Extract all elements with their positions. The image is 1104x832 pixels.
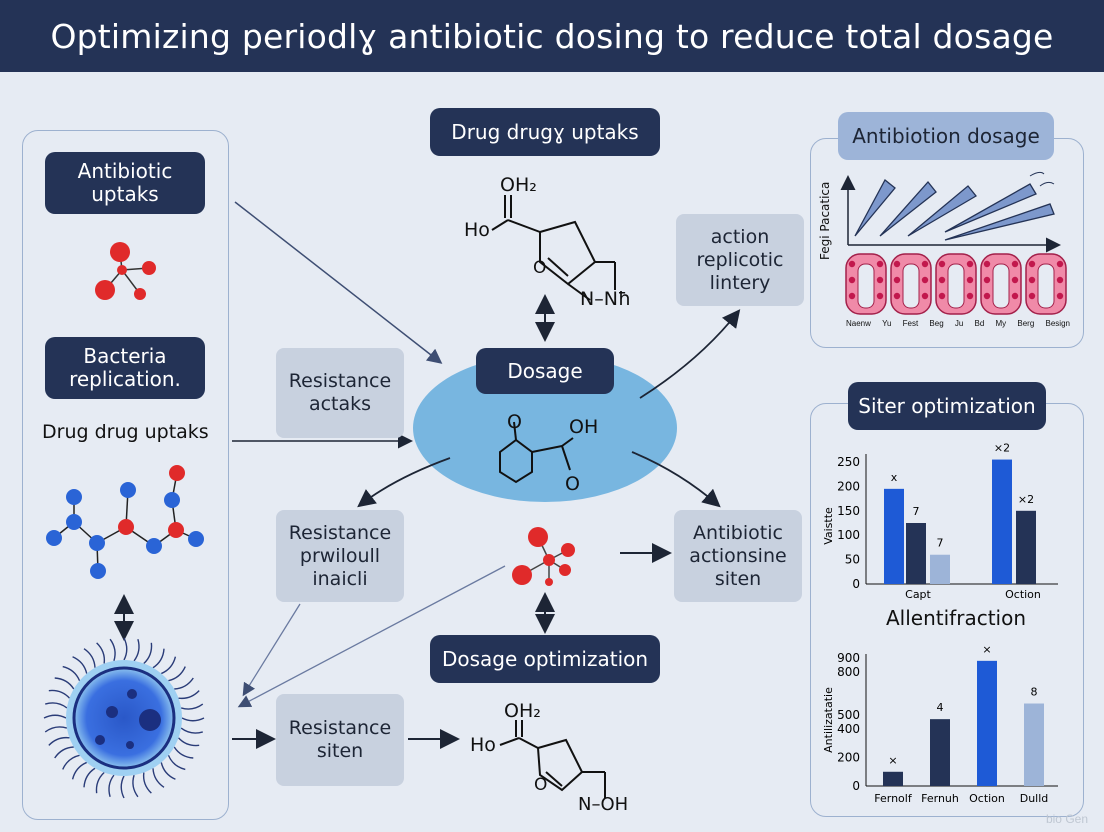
chart1-bar-label: 7 bbox=[937, 537, 944, 550]
xlabel: Besign bbox=[1045, 319, 1070, 328]
chart2-xtick: Oction bbox=[969, 792, 1005, 805]
chart1-bar bbox=[884, 488, 904, 584]
arrow-resist2-to-cell bbox=[242, 603, 301, 697]
top-mol-oh2: OH₂ bbox=[500, 174, 537, 196]
chart1-ylabel: Vaistte bbox=[822, 507, 835, 545]
chart2-bar-label: × bbox=[888, 754, 897, 767]
chart-subtitle: Allentifraction bbox=[886, 606, 1026, 630]
xlabel: Yu bbox=[882, 319, 892, 328]
left-panel bbox=[22, 130, 229, 820]
chart1-ytick: 250 bbox=[837, 455, 860, 469]
top-molecule-structure bbox=[491, 195, 616, 301]
resistance-box-2: Resistance prwiloull inaicli bbox=[276, 510, 404, 602]
dosage-tag: Dosage bbox=[476, 348, 614, 394]
watermark: bio Gen bbox=[1045, 812, 1088, 826]
title-bar: Optimizing periodlɣ antibiotic dosing to… bbox=[0, 0, 1104, 72]
chart1-ytick: 100 bbox=[837, 528, 860, 542]
chart2-bar bbox=[1024, 703, 1044, 786]
action-box: action replicotic lintery bbox=[676, 214, 804, 306]
chart1-xtick: Capt bbox=[905, 588, 931, 601]
arrow-mol-to-cell bbox=[237, 565, 506, 708]
bottom-molecule-structure bbox=[499, 720, 606, 798]
bottom-mol-ho: Ho bbox=[470, 734, 496, 756]
xlabel: Fest bbox=[902, 319, 919, 328]
xlabel: Naenw bbox=[846, 319, 871, 328]
antibiotic-action-box: Antibiotic actionsine siten bbox=[674, 510, 802, 602]
chart1-bar bbox=[930, 554, 950, 584]
bacteria-cell-icon bbox=[43, 637, 205, 799]
chart2-ytick: 0 bbox=[852, 779, 860, 793]
chart2-ytick: 800 bbox=[837, 665, 860, 679]
top-mol-o: O bbox=[533, 258, 547, 278]
chart2-bar-label: × bbox=[982, 643, 991, 656]
chart1-bar-label: ×2 bbox=[1018, 493, 1034, 506]
bottom-mol-o: O bbox=[534, 775, 548, 795]
right-top-xlabels: Naenw Yu Fest Beg Ju Bd My Berg Besign bbox=[846, 319, 1070, 328]
page-title: Optimizing periodlɣ antibiotic dosing to… bbox=[50, 16, 1054, 56]
antibiotic-uptake-tag: Antibiotic uptaks bbox=[45, 152, 205, 214]
dose-mol-o2: O bbox=[565, 473, 580, 495]
chart1-bar-label: ×2 bbox=[994, 442, 1010, 455]
chart1-bar bbox=[1016, 510, 1036, 584]
chart1-bar-label: x bbox=[891, 471, 898, 484]
chart1-bar-label: 7 bbox=[913, 505, 920, 518]
chart2-bar-label: 8 bbox=[1031, 686, 1038, 699]
chart2-ytick: 500 bbox=[837, 708, 860, 722]
dosage-molecule-structure bbox=[499, 421, 574, 484]
chart2-ytick: 900 bbox=[837, 651, 860, 665]
drug-uptake-label: Drug drug uptaks bbox=[42, 421, 209, 443]
top-mol-nh: N–Nħ bbox=[580, 288, 632, 310]
arrow-uptake-to-dosage bbox=[234, 201, 443, 364]
chart2-ytick: 400 bbox=[837, 722, 860, 736]
xlabel: Berg bbox=[1017, 319, 1035, 328]
dosage-optimization-tag: Dosage optimization bbox=[430, 635, 660, 683]
arrow-to-action2 bbox=[631, 451, 721, 508]
bottom-mol-oh2: OH₂ bbox=[504, 700, 541, 722]
cell-band-illustration bbox=[845, 253, 1067, 315]
chart1-ytick: 50 bbox=[845, 553, 860, 567]
bacteria-replication-tag: Bacteria replication. bbox=[45, 337, 205, 399]
dosage-curve-illustration bbox=[840, 171, 1061, 253]
xlabel: Bd bbox=[974, 319, 985, 328]
siter-optimization-tag: Siter optimization bbox=[848, 382, 1046, 430]
right-top-ylabel: Fegi Pacatica bbox=[818, 181, 832, 260]
resistance-box-3: Resistance siten bbox=[276, 694, 404, 786]
dose-mol-oh: OH bbox=[569, 416, 599, 438]
chart2-bar bbox=[883, 771, 903, 786]
xlabel: Ju bbox=[954, 319, 964, 328]
arrow-to-action bbox=[639, 309, 741, 399]
chart1-bar bbox=[906, 523, 926, 584]
chart2-bar bbox=[977, 660, 997, 786]
dose-mol-o: O bbox=[507, 411, 522, 433]
chart2-bar bbox=[930, 719, 950, 786]
chart2-xtick: Fernuh bbox=[921, 792, 959, 805]
chart2-bar-label: 4 bbox=[937, 701, 944, 714]
antibiotic-dosage-tag: Antibiotion dosage bbox=[838, 112, 1054, 160]
chart2-ytick: 200 bbox=[837, 751, 860, 765]
chart2-ylabel: Antilizatatie bbox=[822, 687, 835, 753]
chart1-ytick: 150 bbox=[837, 504, 860, 518]
chart2-xtick: Dulld bbox=[1020, 792, 1049, 805]
center-red-molecule-icon bbox=[512, 527, 575, 586]
chart2-xtick: Fernolf bbox=[874, 792, 913, 805]
bottom-mol-noh: N–OH bbox=[578, 794, 629, 815]
red-molecule-icon bbox=[95, 242, 156, 300]
arrow-to-resist2 bbox=[357, 457, 451, 508]
xlabel: My bbox=[995, 319, 1007, 328]
chart1-ytick: 0 bbox=[852, 577, 860, 591]
chart1-bar bbox=[992, 459, 1012, 584]
chart1-ytick: 200 bbox=[837, 479, 860, 493]
xlabel: Beg bbox=[929, 319, 944, 328]
blue-red-molecule-icon bbox=[46, 465, 204, 579]
top-mol-ho: Ho bbox=[464, 219, 490, 241]
chart1-xtick: Oction bbox=[1005, 588, 1041, 601]
resistance-box-1: Resistance actaks bbox=[276, 348, 404, 438]
drug-uptake-tag: Drug drugɣ uptaks bbox=[430, 108, 660, 156]
